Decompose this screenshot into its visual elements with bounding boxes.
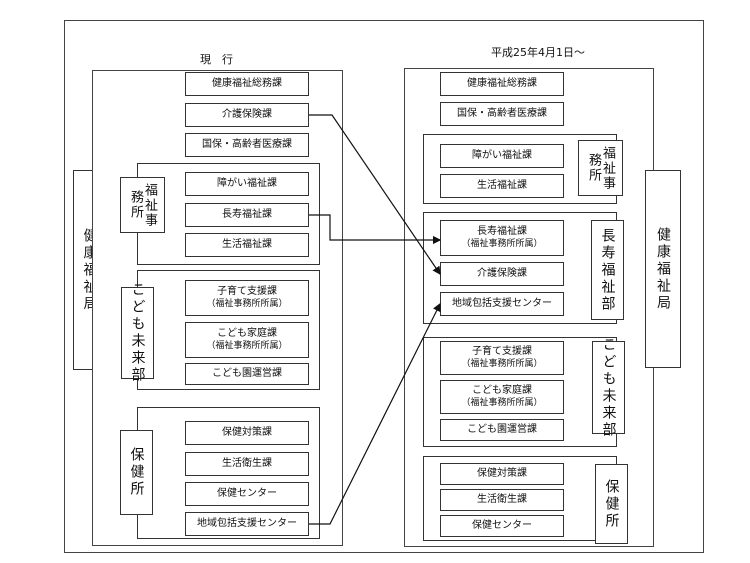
new-bureau-label: 健康福祉局: [645, 170, 681, 368]
new-header: 平成25年4月1日～: [491, 46, 585, 59]
new-health-center-label: 保健所: [595, 464, 628, 544]
new-welfare-office-label-line1: 福祉事: [600, 145, 615, 191]
current-health-center-label: 保健所: [120, 430, 153, 515]
new-box-general-affairs: 健康福祉総務課: [440, 72, 564, 96]
current-children-label: こども未来部: [121, 282, 154, 384]
new-box-care-insurance: 介護保険課: [440, 262, 564, 286]
current-box-living-welfare: 生活福祉課: [185, 233, 309, 257]
current-box-kodomoen: こども園運営課: [185, 363, 309, 385]
current-box-community-support: 地域包括支援センター: [185, 512, 309, 536]
new-box-community-support: 地域包括支援センター: [440, 292, 564, 316]
current-box-nhi-elderly: 国保・高齢者医療課: [185, 133, 309, 157]
new-box-sanitation: 生活衛生課: [440, 489, 564, 511]
current-box-childcare-support: 子育て支援課（福祉事務所所属）: [185, 280, 309, 316]
current-welfare-office-label: 福祉事 務所: [120, 177, 165, 233]
new-box-health-center: 保健センター: [440, 515, 564, 537]
new-box-nhi-elderly: 国保・高齢者医療課: [440, 102, 564, 126]
current-welfare-office-label-line2: 務所: [128, 190, 143, 220]
current-box-health-center: 保健センター: [185, 482, 309, 506]
current-children-text: こども未来部: [129, 282, 146, 384]
current-welfare-office-label-line1: 福祉事: [142, 182, 157, 228]
new-welfare-office-label: 福祉事 務所: [578, 140, 623, 196]
new-health-center-text: 保健所: [603, 478, 620, 530]
new-box-childcare-support: 子育て支援課（福祉事務所所属）: [440, 341, 564, 375]
current-box-general-affairs: 健康福祉総務課: [185, 72, 309, 96]
current-box-longevity: 長寿福祉課: [185, 203, 309, 227]
new-bureau-text: 健康福祉局: [655, 226, 671, 312]
diagram-frame: [64, 20, 704, 553]
new-box-disability: 障がい福祉課: [440, 144, 564, 168]
new-children-label: こども未来部: [592, 337, 625, 439]
new-longevity-text: 長寿福祉部: [599, 227, 616, 313]
current-header: 現 行: [200, 53, 233, 66]
current-box-health-measures: 保健対策課: [185, 421, 309, 445]
current-box-sanitation: 生活衛生課: [185, 452, 309, 476]
new-box-kodomoen: こども園運営課: [440, 419, 564, 441]
new-box-living-welfare: 生活福祉課: [440, 174, 564, 198]
current-box-care-insurance: 介護保険課: [185, 103, 309, 127]
current-box-child-family: こども家庭課（福祉事務所所属）: [185, 322, 309, 358]
current-health-center-text: 保健所: [128, 447, 145, 498]
new-children-text: こども未来部: [600, 336, 617, 439]
new-box-health-measures: 保健対策課: [440, 463, 564, 485]
new-box-longevity: 長寿福祉課（福祉事務所所属）: [440, 220, 564, 256]
new-welfare-office-label-line2: 務所: [586, 153, 601, 183]
current-box-disability: 障がい福祉課: [185, 172, 309, 196]
new-longevity-label: 長寿福祉部: [591, 220, 624, 320]
new-box-child-family: こども家庭課（福祉事務所所属）: [440, 380, 564, 414]
